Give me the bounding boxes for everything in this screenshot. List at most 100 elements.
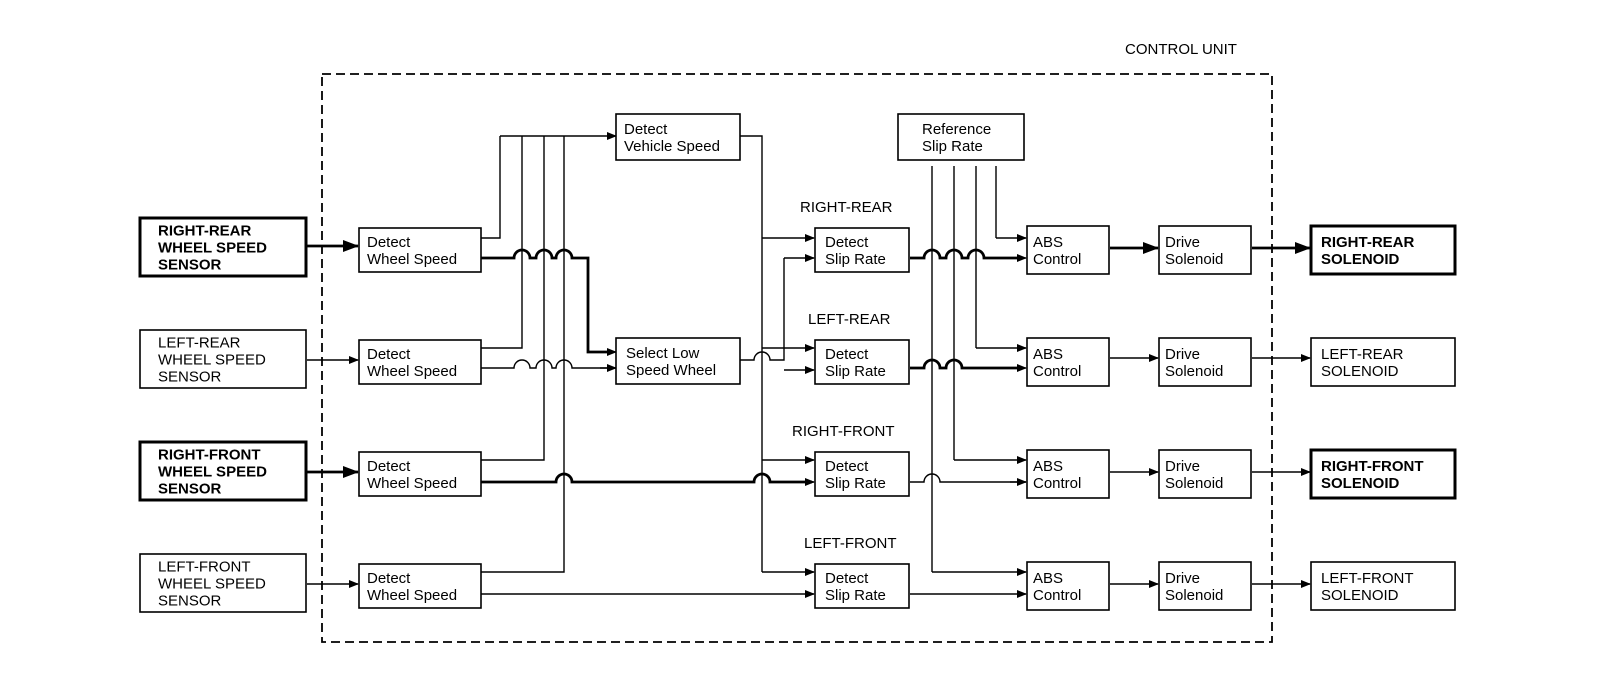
- wheel-label-right-front: RIGHT-FRONT: [792, 423, 895, 440]
- drive-solenoid-right-rear-border: [1158, 225, 1252, 275]
- sensor-left-rear-text-line: LEFT-REAR: [158, 334, 241, 351]
- abs-control-right-front-text-line: ABS: [1033, 458, 1063, 475]
- detect-slip-rate-right-front-text-line: Slip Rate: [825, 475, 886, 492]
- abs-control-left-rear-text-line: ABS: [1033, 346, 1063, 363]
- solenoid-right-front-text-line: SOLENOID: [1321, 475, 1400, 492]
- detect-slip-rate-left-rear-text-line: Detect: [825, 346, 869, 363]
- abs-control-right-rear-text-line: Control: [1033, 251, 1081, 268]
- solenoid-right-rear-border: [1309, 224, 1457, 276]
- drive-solenoid-right-front-text-line: Drive: [1165, 458, 1200, 475]
- solenoid-left-front-border: [1310, 561, 1456, 611]
- detect-wheel-speed-right-rear-text-line: Detect: [367, 234, 411, 251]
- sensor-left-front-text-line: WHEEL SPEED: [158, 575, 266, 592]
- sensor-left-rear-text-line: WHEEL SPEED: [158, 351, 266, 368]
- detect-slip-rate-left-rear-text-line: Slip Rate: [825, 363, 886, 380]
- drive-solenoid-left-rear-text-line: Drive: [1165, 346, 1200, 363]
- abs-control-right-rear-border: [1026, 225, 1110, 275]
- sensor-left-rear-border: [139, 329, 307, 389]
- sensor-left-front-border: [139, 553, 307, 613]
- abs-control-right-rear-text-line: ABS: [1033, 234, 1063, 251]
- reference-slip-rate-border: [897, 113, 1025, 161]
- detect-wheel-speed-right-front-text-line: Wheel Speed: [367, 475, 457, 492]
- abs-control-left-front-text-line: Control: [1033, 587, 1081, 604]
- drive-solenoid-left-rear-text-line: Solenoid: [1165, 363, 1223, 380]
- detect-vehicle-speed-text-line: Detect: [624, 121, 668, 138]
- drive-solenoid-left-rear-border: [1158, 337, 1252, 387]
- abs-control-right-front-border: [1026, 449, 1110, 499]
- detect-wheel-speed-left-rear-text-line: Wheel Speed: [367, 363, 457, 380]
- solenoid-right-front-border: [1309, 448, 1457, 500]
- detect-slip-rate-left-front-text-line: Detect: [825, 570, 869, 587]
- detect-slip-rate-right-rear-text-line: Slip Rate: [825, 251, 886, 268]
- wheel-label-right-rear: RIGHT-REAR: [800, 199, 893, 216]
- abs-control-left-front-text-line: ABS: [1033, 570, 1063, 587]
- sensor-right-front-text-line: SENSOR: [158, 480, 222, 497]
- solenoid-left-rear-border: [1310, 337, 1456, 387]
- select-low-speed-wheel-text-line: Select Low: [626, 345, 700, 362]
- sensor-right-rear-text-line: RIGHT-REAR: [158, 222, 252, 239]
- detect-wheel-speed-left-rear-text-line: Detect: [367, 346, 411, 363]
- connection-wires: [307, 132, 1311, 598]
- drive-solenoid-right-front-text-line: Solenoid: [1165, 475, 1223, 492]
- abs-control-left-rear-text-line: Control: [1033, 363, 1081, 380]
- detect-wheel-speed-right-rear-border: [358, 227, 482, 273]
- sensor-left-rear-text-line: SENSOR: [158, 368, 222, 385]
- reference-slip-rate-text-line: Slip Rate: [922, 138, 983, 155]
- wheel-label-left-rear: LEFT-REAR: [808, 311, 891, 328]
- drive-solenoid-right-rear-text-line: Solenoid: [1165, 251, 1223, 268]
- abs-control-left-rear-border: [1026, 337, 1110, 387]
- sensor-left-front-text-line: SENSOR: [158, 592, 222, 609]
- abs-control-right-front-text-line: Control: [1033, 475, 1081, 492]
- drive-solenoid-left-front-text-line: Drive: [1165, 570, 1200, 587]
- detect-wheel-speed-left-front-border: [358, 563, 482, 609]
- sensor-right-rear-text-line: WHEEL SPEED: [158, 239, 267, 256]
- solenoid-left-front-text-line: LEFT-FRONT: [1321, 570, 1414, 587]
- solenoid-left-rear-text-line: LEFT-REAR: [1321, 346, 1404, 363]
- detect-slip-rate-left-rear-border: [814, 339, 910, 385]
- detect-slip-rate-right-rear-border: [814, 227, 910, 273]
- select-low-speed-wheel-text-line: Speed Wheel: [626, 362, 716, 379]
- detect-wheel-speed-left-rear-border: [358, 339, 482, 385]
- sensor-right-front-text-line: RIGHT-FRONT: [158, 446, 261, 463]
- drive-solenoid-right-rear-text-line: Drive: [1165, 234, 1200, 251]
- detect-wheel-speed-left-front-text-line: Detect: [367, 570, 411, 587]
- abs-control-left-front-border: [1026, 561, 1110, 611]
- sensor-right-front-border: [138, 440, 308, 502]
- detect-slip-rate-left-front-border: [814, 563, 910, 609]
- drive-solenoid-left-front-border: [1158, 561, 1252, 611]
- solenoid-right-front-text-line: RIGHT-FRONT: [1321, 458, 1424, 475]
- solenoid-left-rear-text-line: SOLENOID: [1321, 363, 1399, 380]
- detect-wheel-speed-left-front-text-line: Wheel Speed: [367, 587, 457, 604]
- detect-wheel-speed-right-front-border: [358, 451, 482, 497]
- detect-slip-rate-right-front-border: [814, 451, 910, 497]
- solenoid-right-rear-text-line: SOLENOID: [1321, 251, 1400, 268]
- drive-solenoid-right-front-border: [1158, 449, 1252, 499]
